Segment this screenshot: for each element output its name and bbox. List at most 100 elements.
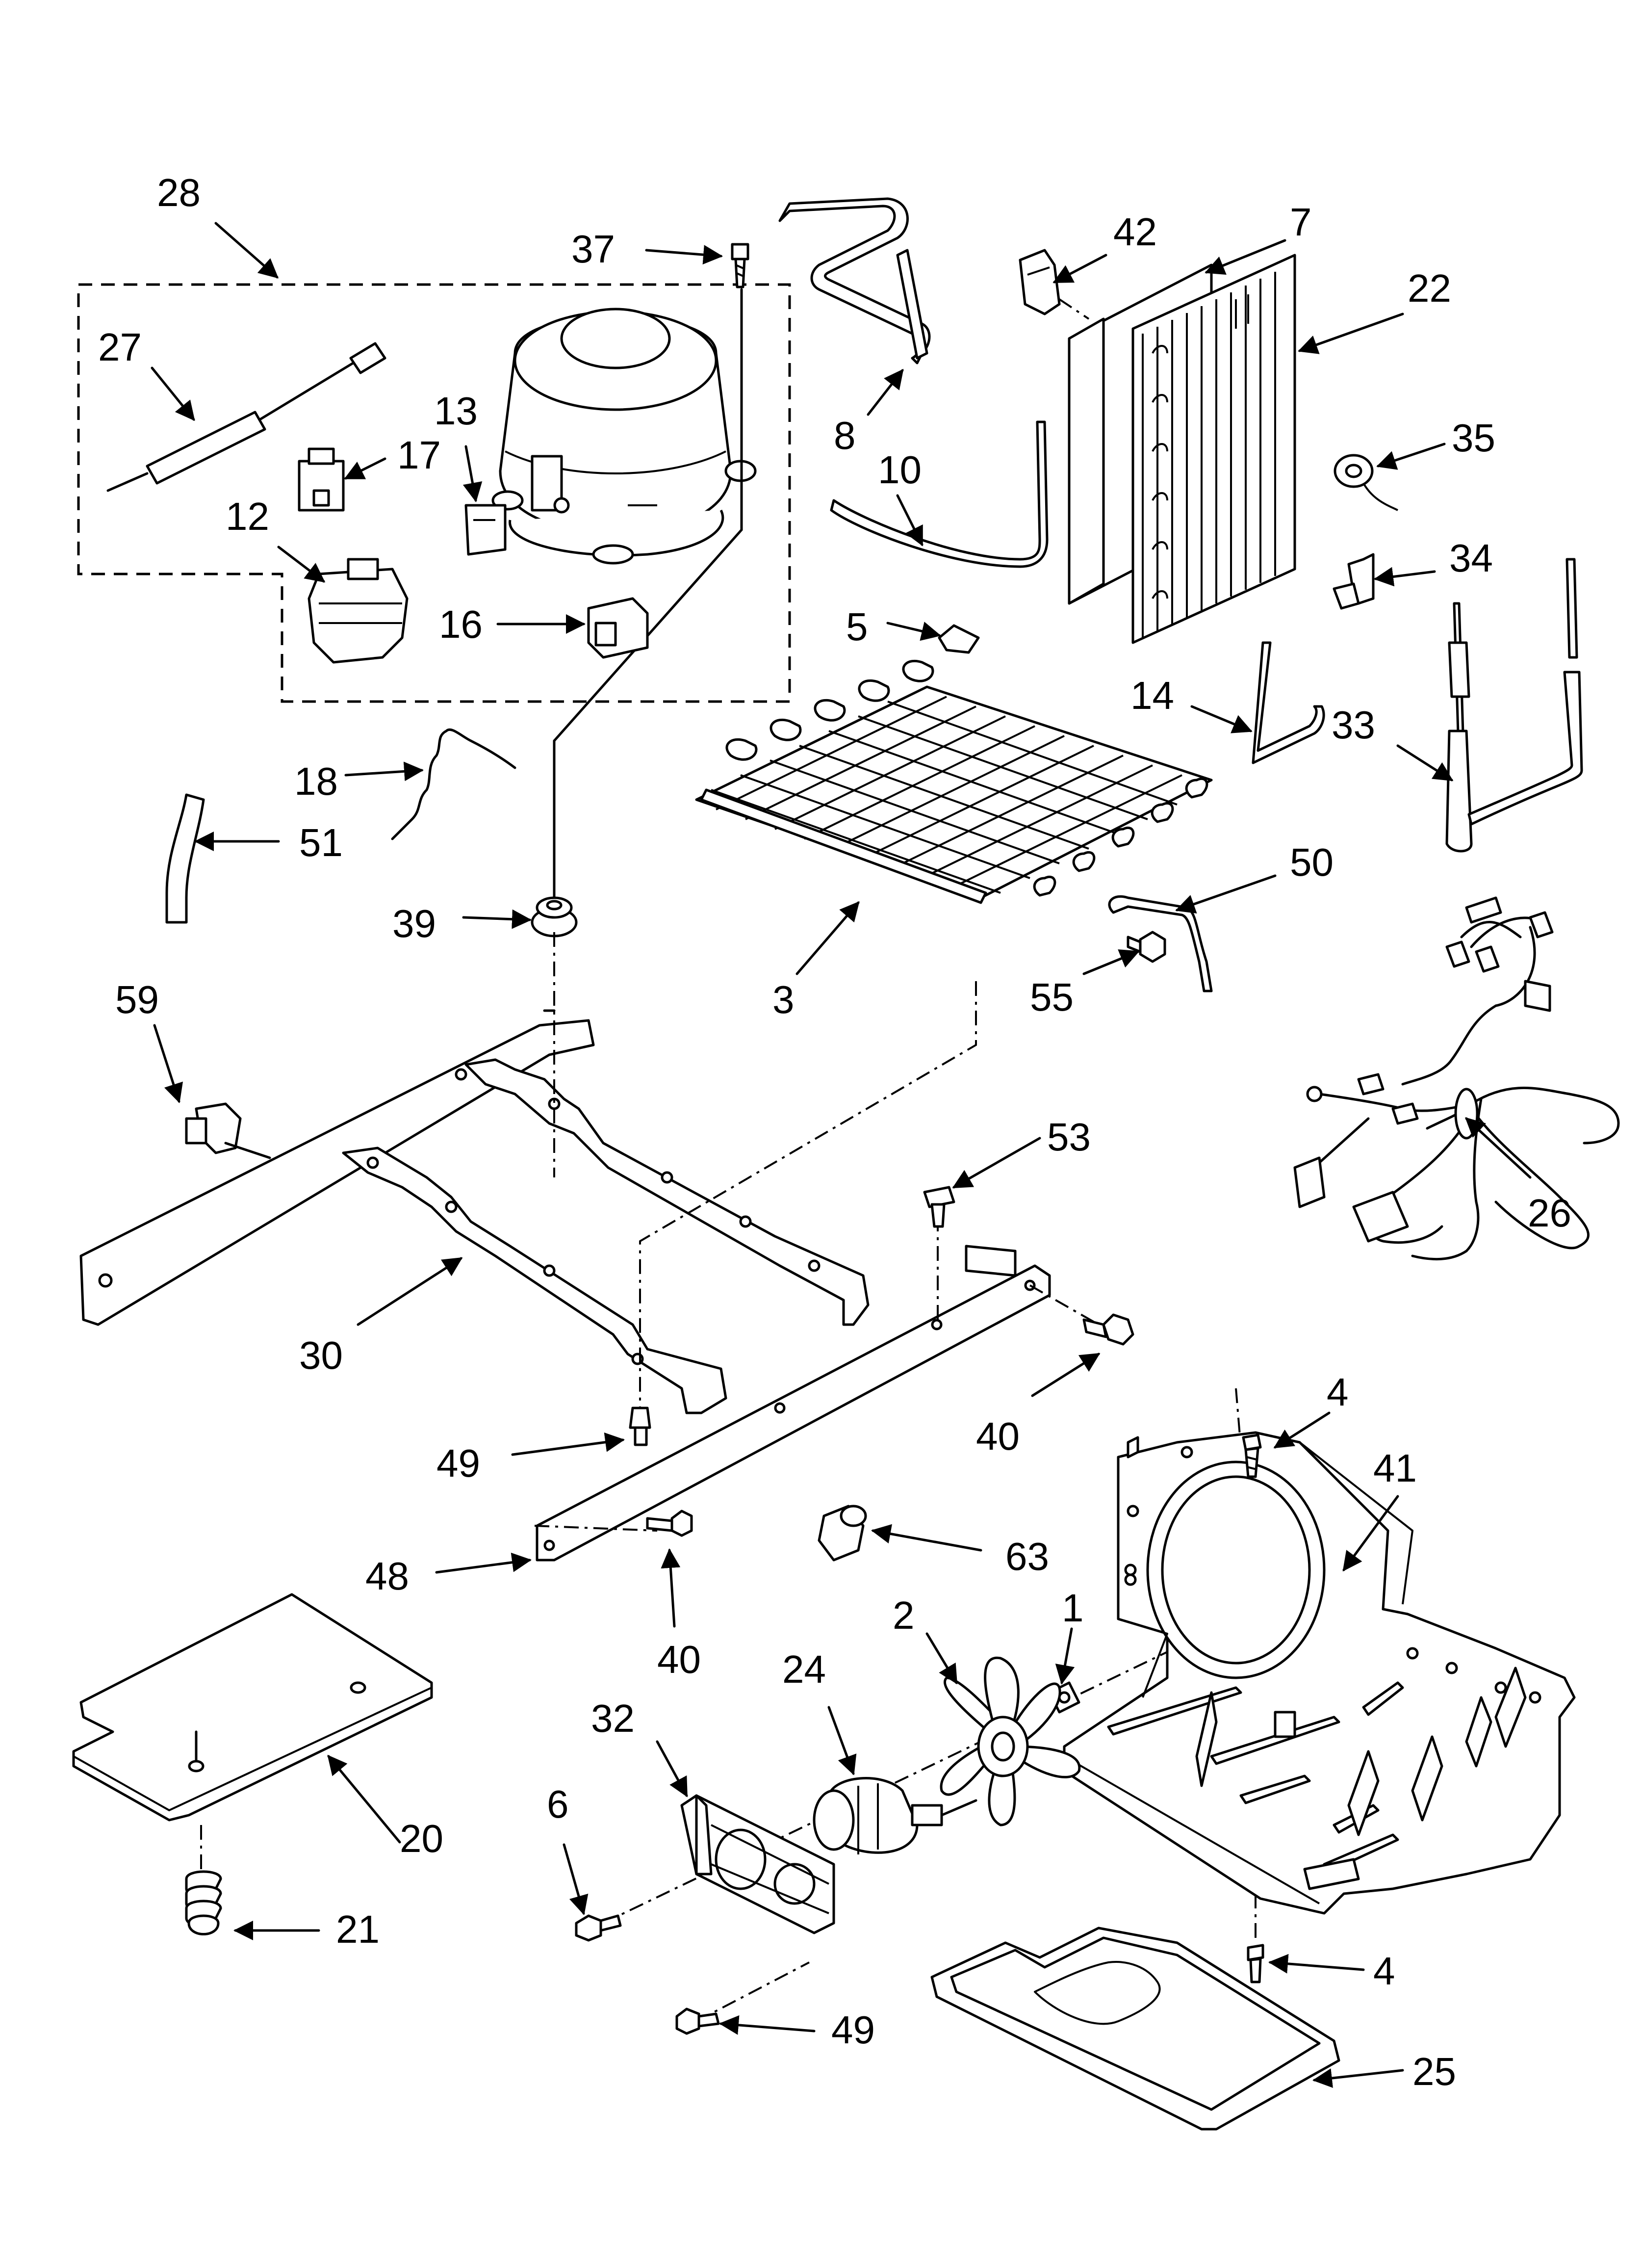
leader-49b	[719, 2015, 816, 2035]
leader-30	[357, 1257, 463, 1326]
screw-6[interactable]	[575, 1914, 622, 1942]
screw-49b[interactable]	[675, 2007, 720, 2035]
screw-40a[interactable]	[1082, 1313, 1134, 1346]
wire-18[interactable]	[391, 728, 516, 840]
leader-49a	[511, 1432, 625, 1456]
callout-48: 48	[365, 1554, 409, 1598]
leader-22	[1298, 313, 1404, 354]
compressor[interactable]	[491, 308, 757, 565]
leader-18	[344, 761, 424, 782]
evaporator-3[interactable]	[695, 659, 1213, 904]
callout-33: 33	[1332, 703, 1375, 747]
leader-32	[656, 1740, 688, 1798]
grommet-39[interactable]	[531, 896, 578, 938]
callout-42: 42	[1113, 210, 1157, 254]
leader-5	[886, 622, 941, 641]
rod-14[interactable]	[1252, 641, 1325, 764]
callout-13: 13	[434, 389, 478, 433]
callout-20: 20	[400, 1817, 443, 1860]
callout-34: 34	[1449, 536, 1493, 580]
fan-blade-2[interactable]	[940, 1656, 1081, 1826]
clip-42[interactable]	[1019, 249, 1061, 315]
leader-28	[214, 222, 279, 279]
screw-40-guide	[1029, 1284, 1099, 1326]
clip-13[interactable]	[464, 504, 507, 556]
callout-63: 63	[1005, 1535, 1049, 1578]
callout-40a: 40	[976, 1414, 1020, 1458]
frame-30[interactable]	[79, 1009, 870, 1414]
tube-51[interactable]	[165, 793, 205, 924]
callout-10: 10	[878, 448, 922, 492]
clip-59[interactable]	[185, 1102, 271, 1159]
screw-49a[interactable]	[629, 1407, 651, 1446]
leader-13	[462, 445, 483, 502]
leader-8	[867, 368, 904, 416]
clip-5[interactable]	[938, 624, 980, 654]
leader-40a	[1031, 1353, 1101, 1397]
screw-4a[interactable]	[1242, 1434, 1262, 1478]
callout-18: 18	[294, 759, 338, 803]
callout-14: 14	[1130, 674, 1174, 717]
leader-6	[563, 1843, 589, 1915]
screw-37[interactable]	[731, 243, 749, 288]
leader-41	[1342, 1495, 1399, 1572]
leader-48	[435, 1552, 532, 1574]
leader-35	[1376, 443, 1446, 470]
callout-3: 3	[772, 978, 795, 1021]
screw-49b-guide	[696, 1961, 810, 2022]
leader-14	[1190, 705, 1253, 733]
callout-37: 37	[571, 227, 615, 271]
callout-12: 12	[226, 495, 269, 538]
overload-12[interactable]	[308, 558, 409, 664]
condenser-22[interactable]	[1068, 254, 1296, 644]
leader-40b	[661, 1548, 681, 1628]
leader-42	[1052, 254, 1107, 284]
leader-20	[327, 1754, 401, 1844]
leader-37	[645, 245, 723, 265]
wire-harness-26[interactable]	[1293, 896, 1620, 1260]
relay-17[interactable]	[298, 447, 345, 512]
callout-26: 26	[1528, 1191, 1571, 1235]
screw-40b[interactable]	[646, 1510, 693, 1537]
spring-21[interactable]	[185, 1870, 222, 1935]
drip-tray-25[interactable]	[930, 1927, 1340, 2131]
callout-7: 7	[1290, 200, 1312, 244]
callout-40b: 40	[657, 1638, 701, 1681]
screw-4b[interactable]	[1247, 1944, 1264, 1983]
capacitor-16[interactable]	[587, 597, 649, 659]
fitting-63[interactable]	[818, 1505, 867, 1562]
leader-4b	[1268, 1954, 1365, 1974]
bracket-32[interactable]	[680, 1794, 835, 1934]
mount-guide-left	[639, 981, 977, 1413]
screw-53[interactable]	[923, 1186, 955, 1228]
tube-33[interactable]	[1445, 558, 1583, 853]
callout-24: 24	[782, 1647, 826, 1691]
leader-26	[1465, 1117, 1532, 1179]
callout-49b: 49	[831, 2008, 875, 2052]
leader-2	[925, 1632, 958, 1685]
bracket-50[interactable]	[1108, 895, 1213, 992]
screw-55[interactable]	[1127, 931, 1166, 963]
leader-39	[462, 909, 532, 929]
fan-motor-24[interactable]	[813, 1777, 977, 1854]
leader-17	[344, 457, 386, 480]
leader-50	[1175, 874, 1277, 913]
fan-motor-35[interactable]	[1334, 454, 1398, 511]
callout-4b: 4	[1373, 1949, 1395, 1993]
leader-27	[151, 366, 195, 421]
leader-53	[952, 1137, 1041, 1189]
callout-27: 27	[98, 325, 142, 369]
leader-10	[896, 494, 924, 547]
leader-24	[827, 1706, 857, 1775]
plate-20[interactable]	[72, 1593, 433, 1822]
callout-5: 5	[846, 605, 868, 649]
clip-34[interactable]	[1333, 553, 1375, 610]
rail-48[interactable]	[536, 1245, 1051, 1562]
base-pan-41[interactable]	[1063, 1431, 1576, 1915]
drier-27[interactable]	[106, 342, 386, 492]
tube-10[interactable]	[830, 420, 1049, 568]
callout-39: 39	[392, 902, 436, 945]
screw-40b-guide	[534, 1525, 658, 1532]
leader-25	[1312, 2068, 1404, 2088]
